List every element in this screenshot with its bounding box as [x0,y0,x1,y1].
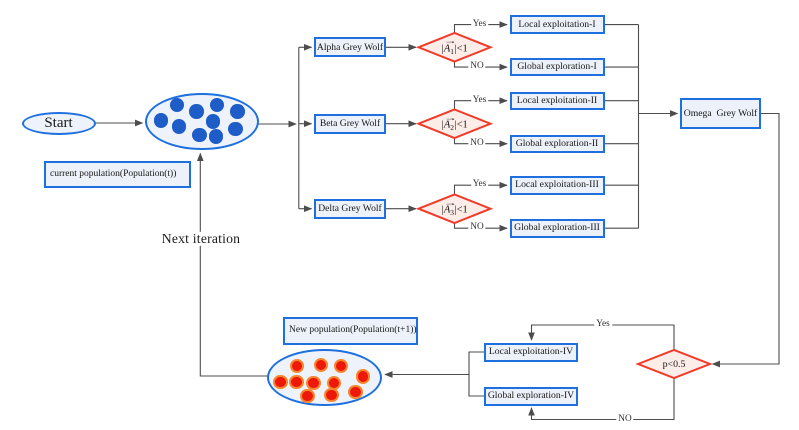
next-iteration-label: Next iteration [159,230,243,247]
decision-a2-formula: |→A2|<1 [439,112,470,133]
edge-next-iteration [196,152,268,377]
subscript: 3 [450,208,454,218]
no-label-2: NO [468,138,486,149]
comparison: |<1 [454,119,468,131]
new-population-dot [289,374,304,390]
local-exploitation-4-label: Local exploitation-IV [488,346,574,358]
global-exploration-4-label: Global exploration-IV [487,390,575,402]
decision-a2-diamond [415,108,494,140]
vector-arrow-icon: → [443,197,457,208]
no-label-3: NO [468,222,486,234]
decision-a3-diamond [415,193,494,225]
new-population-dot [306,375,321,391]
vector-arrow-icon: → [443,35,457,46]
edge-omega-to-decision-p [711,112,780,368]
current-population-dot [208,129,224,144]
yes-label-2: Yes [470,95,489,106]
current-population-label: current population(Population(t)) [50,168,177,179]
current-population-dot [205,114,220,129]
omega-grey-wolf-label: Omega Grey Wolf [683,107,758,119]
no-label-1: NO [468,61,486,73]
delta-grey-wolf-box: Delta Grey Wolf [314,198,386,219]
global-exploration-3-box: Global exploration-III [509,219,605,238]
alpha-grey-wolf-label: Alpha Grey Wolf [316,41,384,53]
local-exploitation-3-label: Local exploitation-III [515,179,599,191]
new-population-dot [324,387,339,403]
abs-bar: | [441,119,444,131]
omega-grey-wolf-box: Omega Grey Wolf [680,98,761,129]
yes-label-1: Yes [470,18,489,30]
beta-grey-wolf-box: Beta Grey Wolf [314,113,386,134]
abs-bar: | [441,43,444,55]
edge-no-1 [453,61,508,71]
start-label: Start [44,114,73,131]
no-label-4: NO [616,413,634,425]
decision-p-label: p<0.5 [662,358,686,370]
new-population-dot [355,369,371,384]
current-population-box: current population(Population(t)) [44,161,191,188]
global-exploration-4-box: Global exploration-IV [484,386,578,406]
decision-a1-diamond [415,31,494,63]
abs-bar: | [441,204,444,216]
current-population-dot [192,127,207,143]
decision-a1-formula: |→A1|<1 [439,36,470,56]
start-node: Start [21,111,96,135]
new-population-box: New population(Population(t+1)) [283,317,418,345]
new-population-dot [289,358,305,374]
alpha-grey-wolf-box: Alpha Grey Wolf [314,37,386,58]
decision-p-diamond [635,348,713,380]
comparison: |<1 [454,43,468,55]
local-exploitation-3-box: Local exploitation-III [509,176,605,195]
edge-yes-1 [453,21,508,33]
new-population-dot [273,374,288,390]
current-population-dot [228,121,243,137]
new-population-dot [313,357,329,373]
yes-label-4: Yes [594,319,612,330]
beta-grey-wolf-label: Beta Grey Wolf [319,117,381,129]
edge-no-4 [528,378,675,421]
edge-no-2 [453,138,508,148]
decision-a3-formula: |→A3|<1 [439,197,470,218]
subscript: 1 [450,46,454,56]
yes-label-3: Yes [470,179,489,191]
symbol-a: A [443,43,451,55]
vector-arrow-icon: → [443,112,457,123]
local-exploitation-2-label: Local exploitation-II [516,94,598,106]
global-exploration-2-box: Global exploration-II [509,134,605,153]
global-exploration-2-label: Global exploration-II [515,137,599,149]
edge-yes-3 [453,181,508,195]
junction-iv [468,351,484,397]
local-exploitation-1-label: Local exploitation-I [518,18,596,30]
current-population-dot [169,97,185,112]
subscript: 2 [450,123,454,133]
current-population-dot [230,104,245,119]
current-population-dot [153,113,168,128]
delta-grey-wolf-label: Delta Grey Wolf [318,202,382,214]
global-exploration-3-label: Global exploration-III [514,222,600,234]
edge-no-3 [453,223,508,232]
symbol-a: A [443,119,451,131]
local-exploitation-2-box: Local exploitation-II [509,91,605,110]
current-population-dot [189,104,204,119]
new-population-label: New population(Population(t+1)) [289,325,417,335]
global-exploration-1-label: Global exploration-I [517,61,597,73]
new-population-dot [348,384,363,400]
local-exploitation-4-box: Local exploitation-IV [484,342,578,362]
new-population-dot [300,388,315,404]
current-population-dot [172,119,187,134]
local-exploitation-1-box: Local exploitation-I [509,15,605,34]
symbol-a: A [443,204,451,216]
edge-yes-2 [453,97,508,110]
global-exploration-1-box: Global exploration-I [509,57,605,77]
new-population-dot [333,358,349,374]
comparison: |<1 [454,204,468,216]
current-population-dot [209,97,225,112]
